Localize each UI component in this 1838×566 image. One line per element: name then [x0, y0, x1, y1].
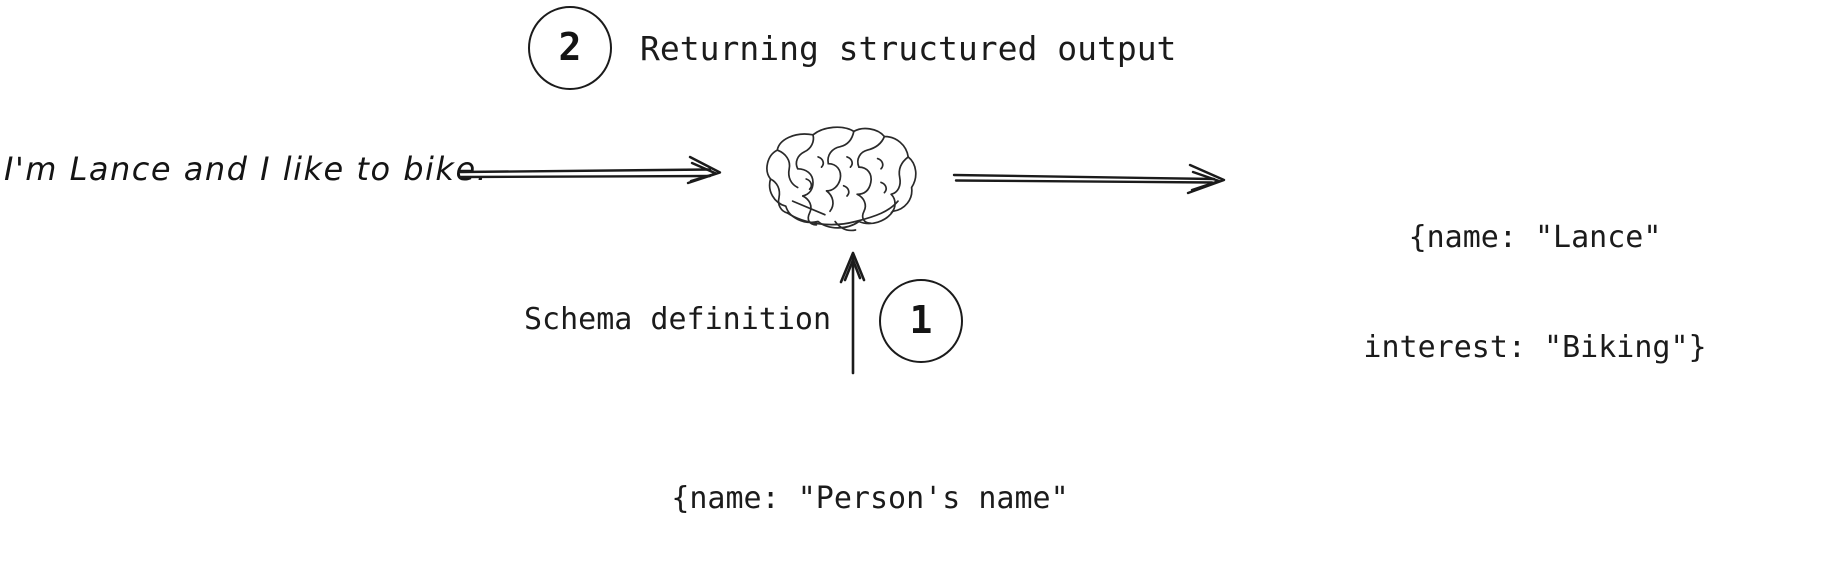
input-to-model-arrow — [458, 155, 722, 185]
step-badge-2: 2 — [528, 6, 612, 90]
step-2-label: Returning structured output — [640, 29, 1177, 68]
brain-sketch-icon — [766, 126, 917, 232]
input-phrase: I'm Lance and I like to bike. — [4, 150, 489, 188]
model-to-output-arrow — [952, 163, 1226, 195]
schema-to-model-arrow — [839, 251, 866, 375]
schema-code-line-1: {name: "Person's name" — [671, 481, 1069, 517]
output-code-line-1: {name: "Lance" — [1408, 220, 1662, 256]
schema-code-block: {name: "Person's name" interest: "Person… — [540, 408, 1200, 566]
step-badge-2-number: 2 — [558, 25, 582, 69]
output-code-line-2: interest: "Biking"} — [1363, 329, 1707, 365]
schema-definition-label: Schema definition — [524, 302, 832, 337]
step-badge-1-number: 1 — [909, 298, 933, 342]
output-code-block: {name: "Lance" interest: "Biking"} — [1240, 147, 1830, 440]
step-badge-1: 1 — [879, 279, 963, 363]
